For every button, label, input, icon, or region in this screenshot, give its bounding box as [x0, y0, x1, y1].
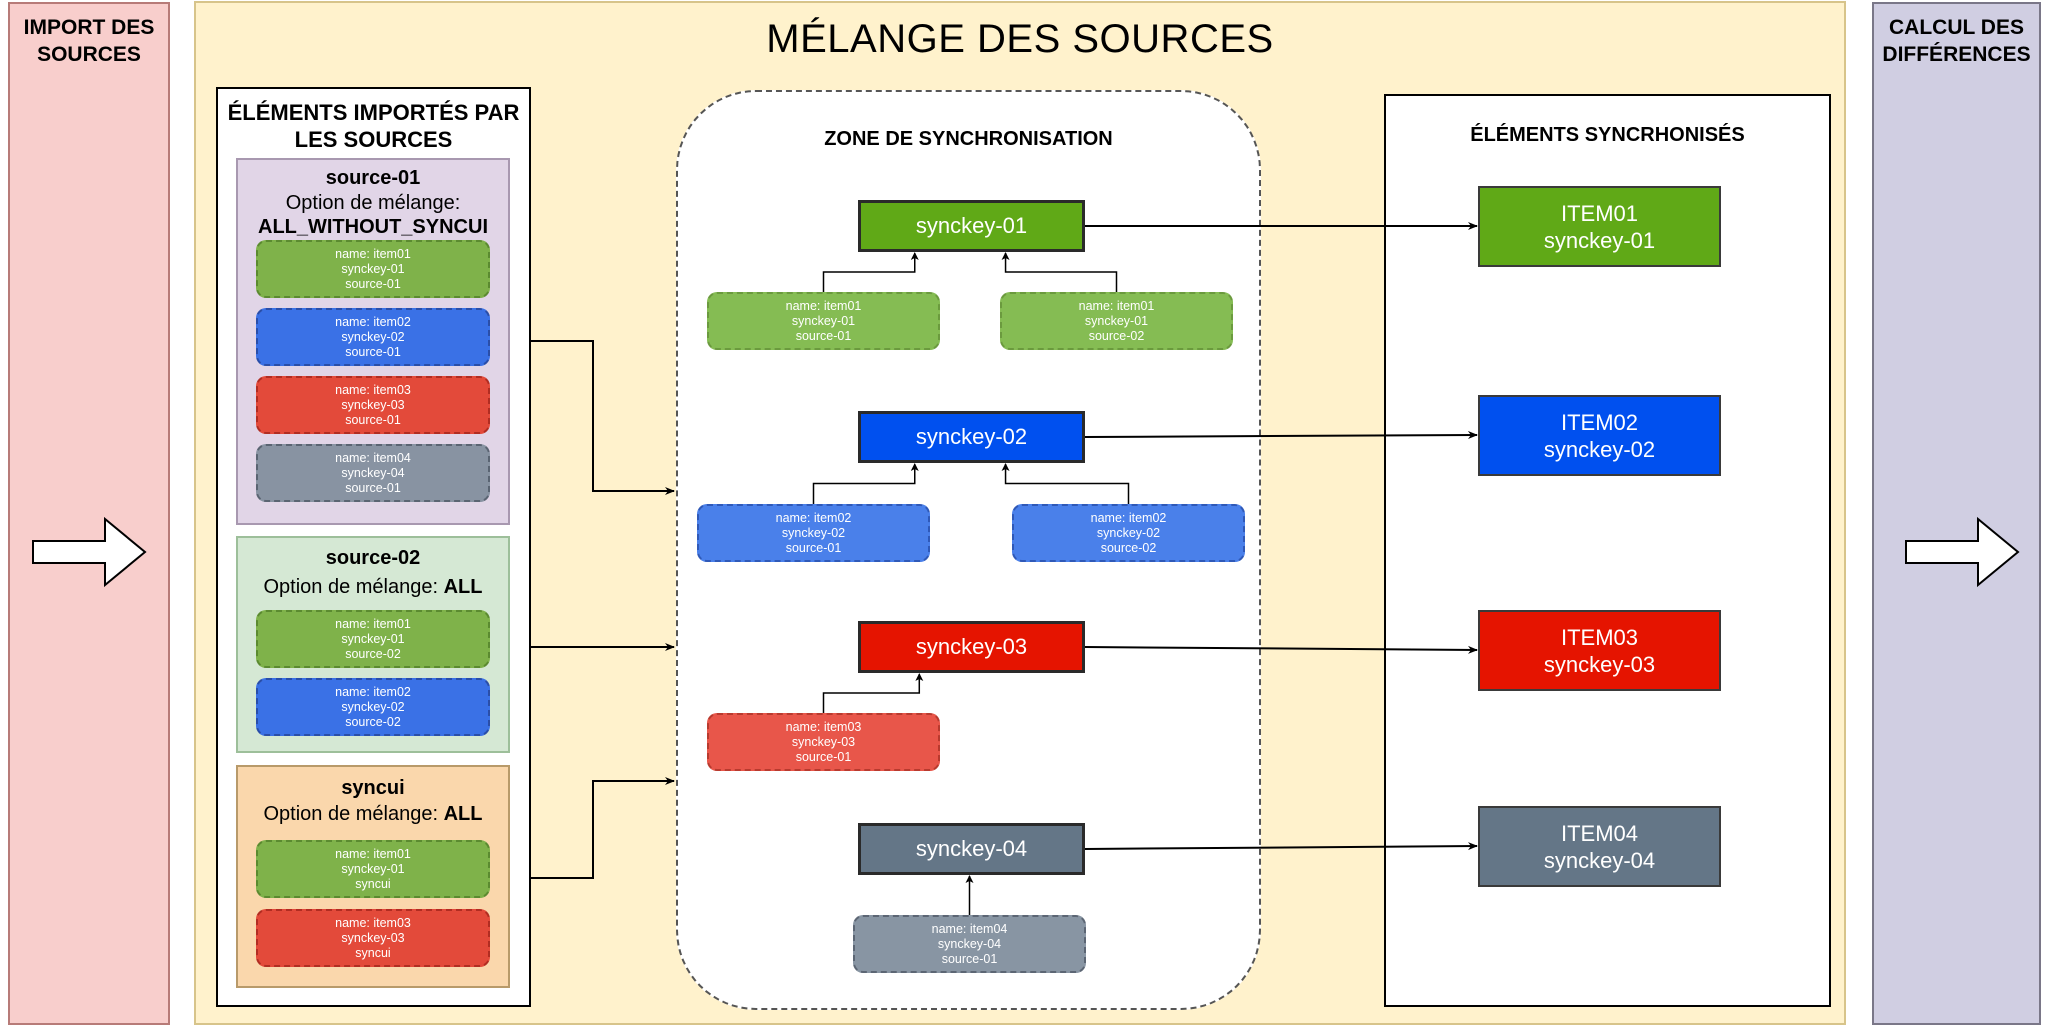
item-name: name: item02: [335, 684, 411, 699]
item-synckey: synckey-01: [791, 313, 856, 328]
item-name: name: item01: [785, 298, 862, 313]
source-name: source-02: [325, 547, 421, 569]
item-name: name: item01: [335, 846, 411, 861]
item-name: name: item01: [1078, 298, 1155, 313]
item-source: source-01: [785, 540, 842, 555]
synced-item-synckey: synckey-01: [1543, 227, 1656, 253]
item-synckey: synckey-02: [781, 525, 846, 540]
synced-item-synckey: synckey-02: [1543, 436, 1656, 462]
synckey-node: synckey-01: [858, 200, 1085, 252]
source-name: source-01: [325, 167, 421, 189]
merge-option-label: Option de mélange:: [285, 192, 461, 214]
merge-option-label: Option de mélange:: [263, 803, 439, 825]
item-synckey: synckey-02: [341, 329, 405, 344]
synced-item-item: ITEM04: [1560, 820, 1639, 846]
imported-panel-title: ÉLÉMENTS IMPORTÉS PAR LES SOURCES: [227, 100, 520, 152]
import-stage-title: IMPORT DES SOURCES: [23, 16, 155, 66]
synced-item-synckey: synckey-03: [1543, 651, 1656, 677]
item-synckey: synckey-04: [341, 465, 405, 480]
synced-item-item: ITEM02: [1560, 409, 1639, 435]
merge-option-value: ALL: [443, 576, 483, 598]
item-name: name: item04: [931, 921, 1008, 936]
item-source: source-01: [345, 344, 401, 359]
merge-option: Option de mélange: ALL: [238, 803, 508, 826]
synckey-node: synckey-04: [858, 823, 1085, 875]
item-synckey: synckey-03: [341, 930, 405, 945]
synced-item-synckey: synckey-04: [1543, 847, 1656, 873]
item-synckey: synckey-01: [341, 261, 405, 276]
synced-item-item: ITEM01: [1560, 200, 1639, 226]
synced-panel-title: ÉLÉMENTS SYNCRHONISÉS: [1470, 124, 1745, 146]
item-name: name: item02: [1090, 510, 1167, 525]
item-synckey: synckey-01: [341, 631, 405, 646]
item-name: name: item03: [335, 382, 411, 397]
item-source: source-01: [795, 749, 852, 764]
synced-item-item: ITEM03: [1560, 624, 1639, 650]
source-name: syncui: [341, 777, 405, 799]
item-source: source-01: [345, 480, 401, 495]
item-source: syncui: [355, 945, 391, 960]
merge-option-value: ALL_WITHOUT_SYNCUI: [258, 216, 488, 238]
item-synckey: synckey-02: [1096, 525, 1161, 540]
item-name: name: item01: [335, 616, 411, 631]
item-source: source-01: [795, 328, 852, 343]
item-name: name: item03: [785, 719, 862, 734]
item-source: source-01: [345, 412, 401, 427]
synckey-node: synckey-02: [858, 411, 1085, 463]
item-source: source-02: [1100, 540, 1157, 555]
item-source: source-01: [345, 276, 401, 291]
mix-stage-title: MÉLANGE DES SOURCES: [766, 17, 1274, 61]
item-source: syncui: [355, 876, 391, 891]
item-source: source-02: [345, 714, 401, 729]
calc-stage: CALCUL DES DIFFÉRENCES: [1872, 2, 2041, 1025]
item-synckey: synckey-01: [1084, 313, 1149, 328]
item-synckey: synckey-04: [937, 936, 1002, 951]
item-source: source-01: [941, 951, 998, 966]
merge-option: Option de mélange: ALL: [238, 576, 508, 599]
item-source: source-02: [1088, 328, 1145, 343]
merge-option-value: ALL: [443, 803, 483, 825]
sync-zone-title: ZONE DE SYNCHRONISATION: [824, 128, 1113, 150]
item-synckey: synckey-03: [341, 397, 405, 412]
item-name: name: item03: [335, 915, 411, 930]
item-name: name: item02: [775, 510, 852, 525]
merge-option-label: Option de mélange:: [263, 576, 439, 598]
item-source: source-02: [345, 646, 401, 661]
item-synckey: synckey-02: [341, 699, 405, 714]
item-name: name: item02: [335, 314, 411, 329]
item-name: name: item01: [335, 246, 411, 261]
synckey-node: synckey-03: [858, 621, 1085, 673]
item-synckey: synckey-01: [341, 861, 405, 876]
item-synckey: synckey-03: [791, 734, 856, 749]
calc-stage-title: CALCUL DES DIFFÉRENCES: [1882, 16, 2031, 66]
import-stage: IMPORT DES SOURCES: [8, 2, 170, 1025]
item-name: name: item04: [335, 450, 411, 465]
